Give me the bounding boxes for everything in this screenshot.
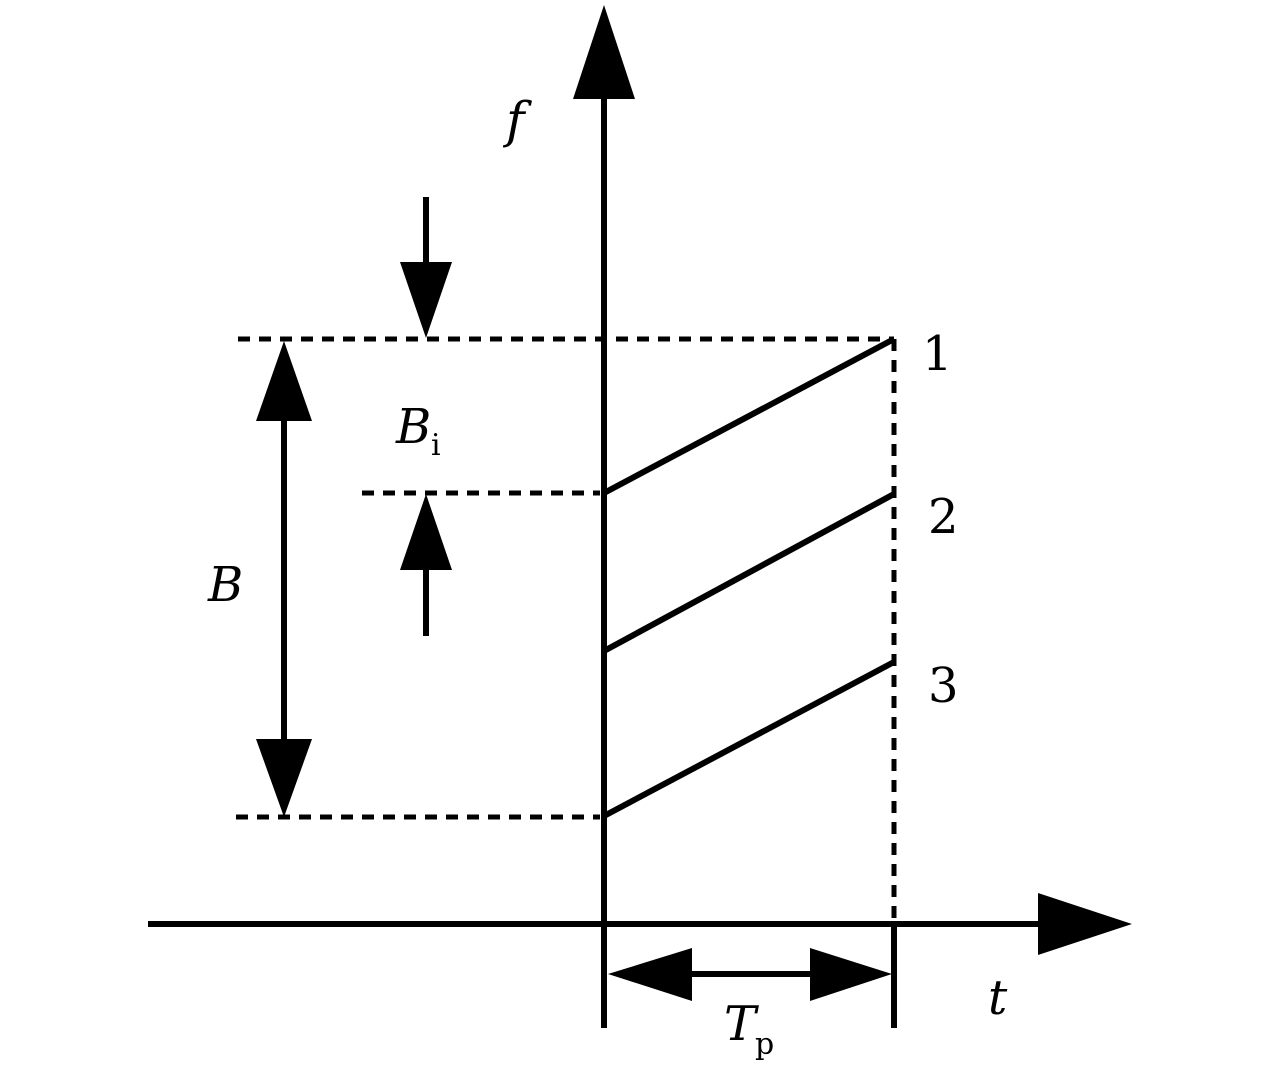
- sub-band-arrowhead-down: [400, 262, 452, 338]
- line-1-label: 1: [922, 326, 953, 382]
- chirp-line-2: [602, 491, 896, 654]
- chirp-line-1: [602, 336, 896, 496]
- bandwidth-arrowhead-up: [256, 341, 312, 421]
- bandwidth-arrowhead-down: [256, 739, 312, 817]
- bandwidth-label: B: [207, 557, 243, 613]
- pulse-duration-arrowhead-left: [608, 948, 692, 1001]
- f-axis-arrowhead: [573, 5, 635, 99]
- chirp-line-3: [602, 659, 896, 819]
- line-3-label: 3: [928, 658, 959, 714]
- sub-band-label: B: [395, 399, 431, 455]
- t-axis-label: t: [988, 970, 1008, 1026]
- line-2-label: 2: [928, 489, 959, 545]
- pulse-duration-subscript: p: [755, 1027, 774, 1062]
- sub-band-arrowhead-up: [400, 494, 452, 570]
- f-axis-label: f: [502, 91, 532, 149]
- pulse-duration-label: T: [724, 996, 759, 1052]
- t-axis-arrowhead: [1038, 893, 1132, 955]
- sub-band-subscript: i: [431, 428, 441, 463]
- pulse-duration-arrowhead-right: [810, 948, 892, 1001]
